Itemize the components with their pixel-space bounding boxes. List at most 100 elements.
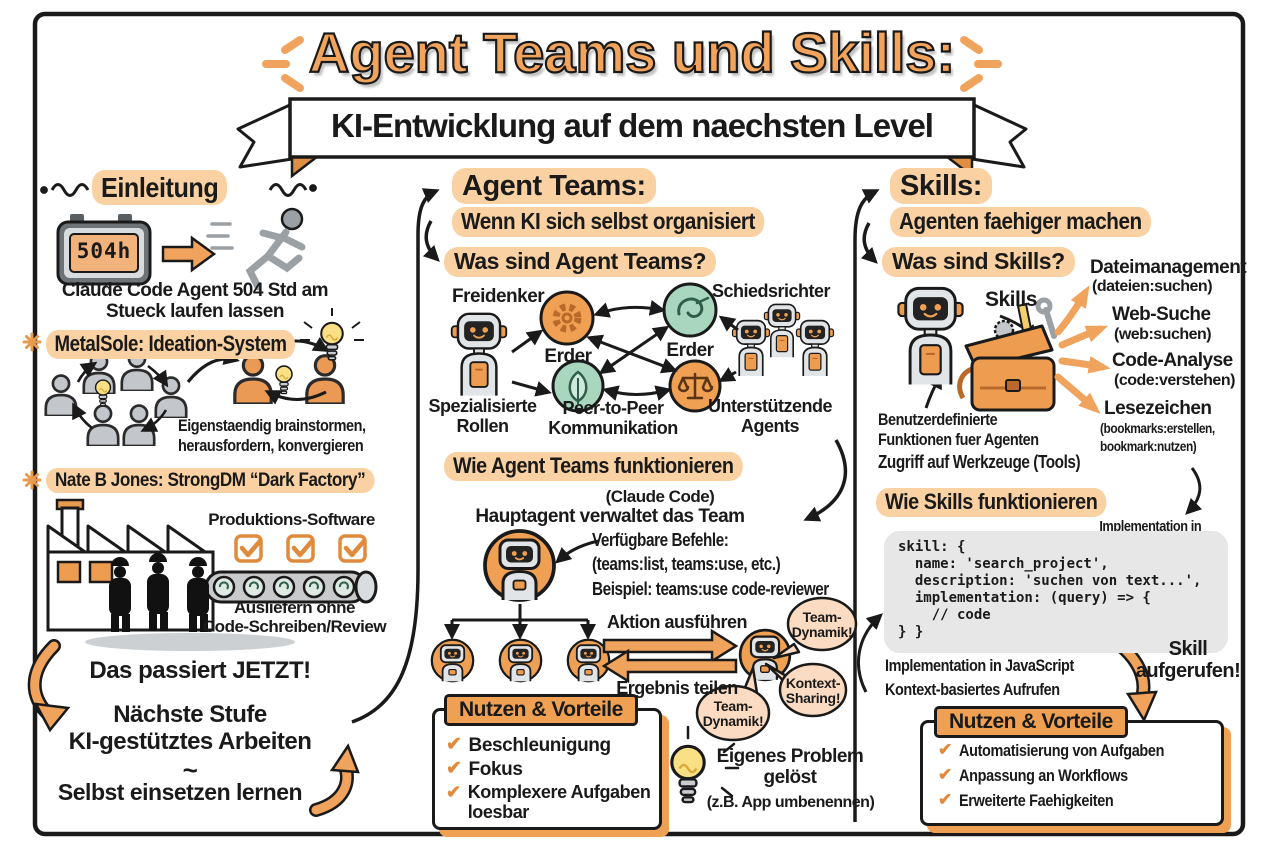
page-title: Agent Teams und Skills:	[308, 20, 956, 85]
benefit-item: ✔Komplexere Aufgaben loesbar	[446, 782, 651, 822]
zugriff-note: Zugriff auf Werkzeuge (Tools)	[878, 452, 1081, 472]
benefits-heading-skills: Nutzen & Vorteile	[934, 706, 1128, 738]
skill-aufgerufen-note: Skill aufgerufen!	[1135, 638, 1241, 683]
conveyor-icon	[204, 570, 378, 604]
frame-border	[32, 11, 1246, 837]
banner-ribbon	[236, 97, 1028, 179]
checkbox-icons	[234, 534, 367, 563]
check-icon: ✔	[446, 758, 462, 779]
claude-note: Claude Code Agent 504 Std am Stueck lauf…	[61, 280, 329, 323]
main-agent-robot-icon	[483, 529, 556, 602]
check-icon: ✔	[938, 765, 952, 784]
fan-sub-codeanalyse: (code:verstehen)	[1114, 372, 1235, 389]
sparkle-icon	[22, 332, 42, 490]
bubble-team-dynamik-2: Team- Dynamik!	[702, 698, 764, 730]
wie-skills-heading: Wie Skills funktionieren	[876, 488, 1132, 517]
skill-code-block: skill: { name: 'search_project', descrip…	[884, 531, 1228, 653]
jetzt-note: Das passiert JETZT!	[89, 657, 311, 684]
skills-subheading: Agenten faehiger machen	[890, 207, 1180, 237]
skill-fan-arrows	[1054, 285, 1111, 414]
fan-title-lesezeichen: Lesezeichen	[1104, 398, 1212, 419]
skills-robot-icon	[896, 286, 965, 386]
benefits-box-teams	[432, 708, 662, 830]
benefit-item: ✔Anpassung an Workflows	[938, 765, 1128, 785]
metalsole-heading: MetalSole: Ideation-System	[46, 330, 339, 359]
agent-robot-icon	[498, 638, 543, 683]
gear-circle-icon	[539, 290, 595, 346]
robot-group-icon	[731, 303, 835, 377]
befehle-note: Verfügbare Befehle: (teams:list, teams:u…	[592, 530, 829, 599]
naechste-note: Nächste Stufe KI-gestütztes Arbeiten	[68, 701, 312, 755]
label-freidenker: Freidenker	[452, 286, 545, 307]
label-erder-left: Erder	[544, 346, 592, 367]
section-heading-einleitung: Einleitung	[92, 170, 242, 206]
ergebnis-label: Ergebnis teilen	[616, 678, 738, 698]
fan-title-codeanalyse: Code-Analyse	[1112, 350, 1233, 371]
benefits-box-skills	[920, 720, 1224, 826]
benefits-heading-teams: Nutzen & Vorteile	[444, 694, 638, 726]
fan-title-websuche: Web-Suche	[1112, 304, 1211, 325]
wind-circle-icon	[662, 282, 718, 338]
agent-teams-diagram	[450, 282, 835, 413]
agent-teams-subheading: Wenn KI sich selbst organisiert	[452, 207, 799, 237]
problem-example: (z.B. App umbenennen)	[706, 794, 875, 811]
check-icon: ✔	[938, 740, 952, 759]
claude-code-subtitle: (Claude Code)	[605, 487, 715, 506]
action-result-arrows	[601, 628, 739, 684]
hauptagent-note: Hauptagent verwaltet das Team	[475, 506, 745, 527]
label-erder-right: Erder	[666, 340, 714, 361]
check-icon: ✔	[938, 790, 952, 809]
worker-silhouettes	[109, 553, 209, 632]
speech-bubbles	[695, 596, 858, 742]
orange-curve-arrows	[27, 639, 360, 817]
label-schiedsrichter: Schiedsrichter	[712, 281, 831, 301]
benefit-item: ✔Fokus	[446, 758, 523, 780]
problem-note: Eigenes Problem gelöst	[716, 746, 864, 789]
benefit-item: ✔Beschleunigung	[446, 734, 611, 756]
lightbulb-icon	[94, 379, 112, 407]
produktions-label: Produktions-Software	[208, 510, 375, 529]
aktion-label: Aktion ausführen	[606, 612, 748, 632]
benutzerdefiniert-note: Benutzerdefinierte Funktionen fuer Agent…	[878, 410, 1039, 450]
agent-teams-question: Was sind Agent Teams?	[444, 247, 716, 277]
metalsole-caption: Eigenstaendig brainstormen, herausforder…	[178, 416, 366, 456]
ausliefern-note: Ausliefern ohne Code-Schreiben/Review	[202, 598, 387, 637]
wie-agent-teams-heading: Wie Agent Teams funktionieren	[444, 452, 776, 481]
fan-title-dateimanagement: Dateimanagement	[1090, 257, 1247, 278]
label-unterstuetzende-agents: Unterstützende Agents	[707, 396, 833, 437]
agent-robot-icon	[430, 638, 475, 683]
skills-label: Skills	[985, 288, 1037, 311]
banner-title: KI-Entwicklung auf dem naechsten Level	[331, 107, 934, 144]
arrow-right-icon	[161, 235, 217, 273]
scales-circle-icon	[668, 359, 722, 413]
benefit-item: ✔Erweiterte Faehigkeiten	[938, 790, 1114, 810]
section-heading-skills: Skills:	[890, 168, 992, 205]
label-peer-to-peer: Peer-to-Peer Kommunikation	[548, 398, 678, 439]
nate-heading: Nate B Jones: StrongDM “Dark Factory”	[46, 468, 411, 494]
timer-value: 504h	[76, 239, 132, 263]
section-heading-agent-teams: Agent Teams:	[452, 168, 656, 205]
title-sparkle-icons	[262, 36, 1002, 92]
skills-question: Was sind Skills?	[882, 247, 1075, 277]
check-icon: ✔	[446, 734, 462, 755]
fan-sub-websuche: (web:suchen)	[1114, 326, 1212, 343]
bubble-kontext-sharing: Kontext- Sharing!	[785, 675, 841, 707]
timer-icon	[56, 214, 152, 286]
impl-js-note: Implementation in JavaScript	[885, 656, 1074, 675]
robot-icon	[450, 312, 508, 397]
brainstorm-cluster	[44, 308, 364, 446]
runner-icon	[206, 207, 306, 291]
kontext-note: Kontext-basiertes Aufrufen	[885, 680, 1060, 699]
tilde: ~	[182, 755, 198, 785]
selbst-note: Selbst einsetzen lernen	[57, 779, 303, 805]
squiggle-icons	[40, 183, 317, 197]
fan-sub-lesezeichen: (bookmarks:erstellen, bookmark:nutzen)	[1100, 420, 1215, 454]
label-spezialisierte-rollen: Spezialisierte Rollen	[428, 396, 537, 437]
benefit-item: ✔Automatisierung von Aufgaben	[938, 740, 1164, 760]
bubble-team-dynamik-1: Team- Dynamik!	[791, 609, 853, 641]
factory-icon	[46, 498, 378, 651]
fan-sub-dateimanagement: (dateien:suchen)	[1092, 278, 1213, 295]
check-icon: ✔	[446, 782, 461, 802]
